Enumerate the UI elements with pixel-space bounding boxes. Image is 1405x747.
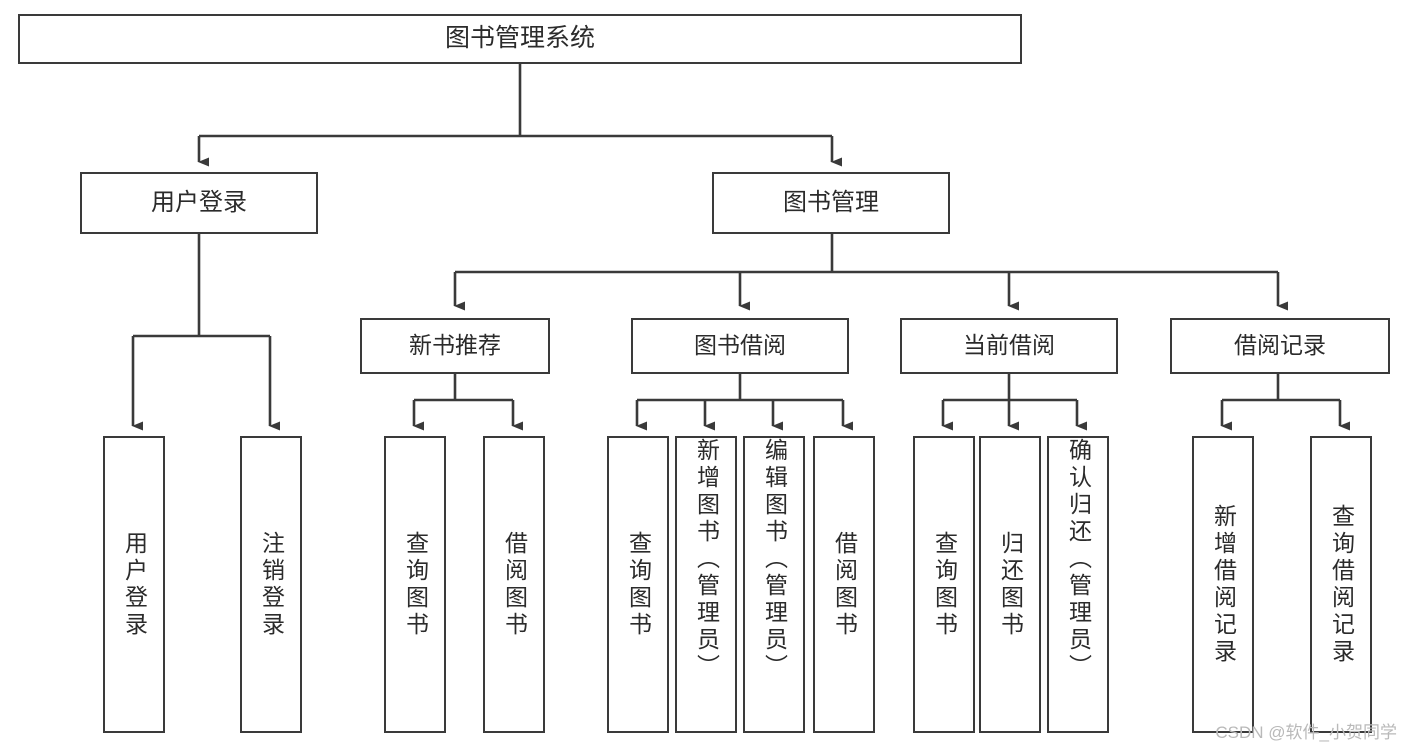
node-current-borrow[interactable]: 当前借阅	[900, 318, 1118, 374]
node-label: 图书管理系统	[444, 24, 595, 53]
leaf-label: 查询图书	[625, 530, 652, 639]
leaf-logout[interactable]: 注销登录	[240, 436, 302, 733]
leaf-label: 注销登录	[258, 530, 285, 639]
leaf-query-book-borrow[interactable]: 查询图书	[607, 436, 669, 733]
leaf-return-book[interactable]: 归还图书	[979, 436, 1041, 733]
node-root-book-management-system[interactable]: 图书管理系统	[18, 14, 1022, 64]
leaf-user-login[interactable]: 用户登录	[103, 436, 165, 733]
leaf-label: 新增图书（管理员）	[693, 438, 720, 681]
node-label: 新书推荐	[409, 332, 501, 359]
leaf-confirm-return-admin[interactable]: 确认归还（管理员）	[1047, 436, 1109, 733]
leaf-borrow-book-recommend[interactable]: 借阅图书	[483, 436, 545, 733]
node-label: 当前借阅	[963, 332, 1055, 359]
leaf-add-borrow-record[interactable]: 新增借阅记录	[1192, 436, 1254, 733]
node-borrow-record[interactable]: 借阅记录	[1170, 318, 1390, 374]
leaf-label: 编辑图书（管理员）	[761, 438, 788, 681]
leaf-add-book-admin[interactable]: 新增图书（管理员）	[675, 436, 737, 733]
leaf-label: 归还图书	[997, 530, 1024, 639]
leaf-label: 用户登录	[121, 530, 148, 639]
leaf-label: 查询图书	[931, 530, 958, 639]
node-user-login[interactable]: 用户登录	[80, 172, 318, 234]
leaf-label: 查询借阅记录	[1328, 503, 1355, 666]
leaf-label: 新增借阅记录	[1210, 503, 1237, 666]
node-label: 图书借阅	[694, 332, 786, 359]
node-book-borrow[interactable]: 图书借阅	[631, 318, 849, 374]
node-label: 图书管理	[783, 188, 879, 216]
csdn-watermark: CSDN @软件_小贺同学	[1215, 723, 1397, 742]
node-label: 借阅记录	[1234, 332, 1326, 359]
leaf-label: 查询图书	[402, 530, 429, 639]
leaf-label: 借阅图书	[501, 530, 528, 639]
leaf-query-book-current[interactable]: 查询图书	[913, 436, 975, 733]
leaf-query-book-recommend[interactable]: 查询图书	[384, 436, 446, 733]
leaf-query-borrow-record[interactable]: 查询借阅记录	[1310, 436, 1372, 733]
node-new-book-recommend[interactable]: 新书推荐	[360, 318, 550, 374]
node-book-management[interactable]: 图书管理	[712, 172, 950, 234]
leaf-label: 确认归还（管理员）	[1065, 438, 1092, 681]
leaf-label: 借阅图书	[831, 530, 858, 639]
leaf-borrow-book[interactable]: 借阅图书	[813, 436, 875, 733]
node-label: 用户登录	[151, 188, 247, 216]
leaf-edit-book-admin[interactable]: 编辑图书（管理员）	[743, 436, 805, 733]
